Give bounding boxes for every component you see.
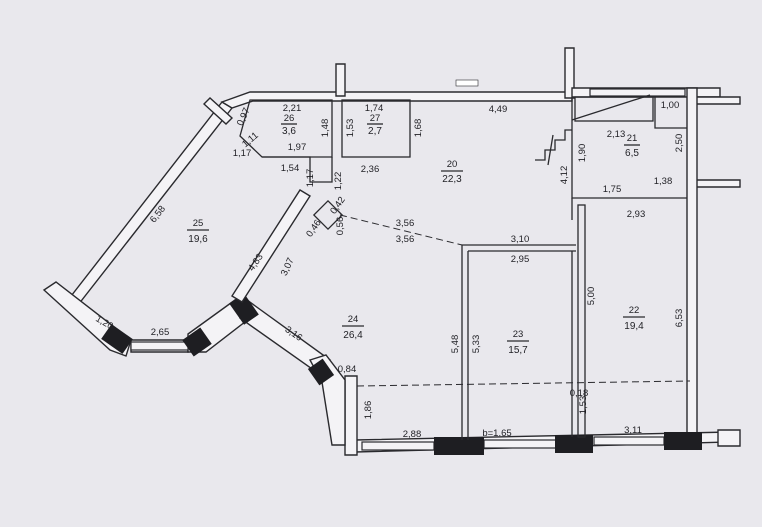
dim-label: 1,22: [333, 172, 344, 191]
wall-west-diagonal: [66, 101, 234, 306]
dim-label: 2,50: [674, 134, 685, 153]
dim-label: 0,18: [570, 388, 589, 399]
svg-text:25: 25: [193, 218, 204, 229]
room-label-20: 20 22,3: [441, 159, 463, 185]
dim-label: 5,48: [450, 335, 461, 354]
dim-label: 2,88: [403, 429, 422, 440]
pier-bottom-1: [434, 437, 484, 455]
svg-text:22: 22: [629, 305, 640, 316]
room-label-23: 23 15,7: [507, 329, 529, 356]
dim-label: 0,97: [235, 106, 253, 127]
dim-label: 6,53: [674, 309, 685, 328]
window-sw-1: [130, 341, 189, 351]
pier-sw-2: [307, 358, 335, 386]
room-label-26: 26 3,6: [281, 113, 297, 137]
dim-label: 1,54: [281, 163, 300, 174]
dim-label: 1,90: [577, 144, 588, 163]
wall-room-27: [341, 99, 411, 158]
dim-label: 1,38: [654, 176, 673, 187]
dim-label: 5,33: [471, 335, 482, 354]
dashed-line-horizontal: [356, 380, 691, 387]
svg-text:23: 23: [513, 329, 524, 340]
svg-text:26: 26: [284, 113, 295, 124]
svg-text:22,3: 22,3: [442, 174, 462, 185]
dim-label: 3,56: [396, 234, 415, 245]
dim-label: 1,17: [233, 148, 252, 159]
dim-label: 1,74: [365, 103, 384, 114]
dim-label: 1,97: [288, 142, 307, 153]
wall-22-west: [577, 204, 586, 438]
svg-text:26,4: 26,4: [343, 330, 363, 341]
svg-text:6,5: 6,5: [625, 148, 639, 159]
dim-label: 2,13: [607, 129, 626, 140]
column: [312, 199, 344, 231]
svg-text:19,6: 19,6: [188, 234, 208, 245]
room-label-27: 27 2,7: [367, 113, 383, 137]
dim-label: 1,86: [363, 401, 374, 420]
dim-label: 1,53: [578, 396, 589, 415]
stair-steps: [535, 129, 572, 161]
wall-stub-nw: [202, 97, 234, 125]
dim-label: 1,17: [305, 169, 316, 188]
dim-label: 3,07: [279, 256, 297, 277]
pier-sw-4: [182, 327, 212, 357]
window-top-right: [589, 88, 686, 97]
dim-label: 1,00: [661, 100, 680, 111]
pier-bottom-3: [664, 432, 702, 450]
pier-bottom-2: [555, 435, 593, 453]
dim-label: 1,48: [320, 119, 331, 138]
room-label-25: 25 19,6: [187, 218, 209, 245]
dim-label: 3,10: [511, 234, 530, 245]
svg-text:19,4: 19,4: [624, 321, 644, 332]
dim-label: b=1.65: [482, 428, 511, 439]
dim-label: 5,00: [586, 287, 597, 306]
dim-label: 0,42: [328, 195, 348, 216]
pier-sw-1: [229, 293, 259, 325]
dim-label: 1,75: [603, 184, 622, 195]
svg-text:21: 21: [627, 133, 638, 144]
wall-corridor: [262, 156, 333, 183]
svg-text:2,7: 2,7: [368, 126, 382, 137]
wall-room-21-inner: [654, 97, 687, 129]
dim-label: 4,12: [559, 166, 570, 185]
stair-rect: [574, 96, 654, 122]
dim-label: 4,49: [489, 104, 508, 115]
dim-label: 2,21: [283, 103, 302, 114]
room-label-24: 24 26,4: [342, 314, 364, 341]
wall-stub-right-mid: [694, 179, 741, 188]
dim-label: 2,65: [151, 327, 170, 338]
dim-label: 2,36: [361, 164, 380, 175]
window-bottom-1: [361, 441, 435, 451]
dim-label: 2,95: [511, 254, 530, 265]
wall-stub-top-2: [564, 47, 575, 99]
wall-south-west-pier: [344, 375, 358, 456]
svg-text:3,6: 3,6: [282, 126, 296, 137]
wall-stub-top-1: [335, 63, 346, 97]
top-marker: [455, 79, 479, 87]
dim-label: 2,93: [627, 209, 646, 220]
dim-label: 1,68: [413, 119, 424, 138]
wall-stub-bottom-right: [717, 429, 741, 447]
svg-text:15,7: 15,7: [508, 345, 528, 356]
wall-25-24: [231, 189, 311, 303]
wall-east: [686, 87, 698, 441]
dashed-line-diagonal: [339, 214, 463, 246]
dim-label: 0,56: [335, 217, 346, 236]
dim-label: 3,56: [396, 218, 415, 229]
dim-label: 3,11: [624, 425, 642, 436]
svg-text:24: 24: [348, 314, 359, 325]
pier-sw-3: [101, 324, 133, 354]
window-bottom-3: [593, 436, 665, 446]
svg-text:27: 27: [370, 113, 381, 124]
room-label-22: 22 19,4: [623, 305, 645, 332]
room-label-21: 21 6,5: [624, 133, 640, 159]
wall-stub-right-top: [694, 96, 741, 105]
dim-label: 0,84: [338, 364, 357, 375]
dim-label: 1,53: [345, 119, 356, 138]
svg-text:20: 20: [447, 159, 458, 170]
stair-box: [571, 94, 651, 121]
stair-arrow: [547, 134, 554, 166]
